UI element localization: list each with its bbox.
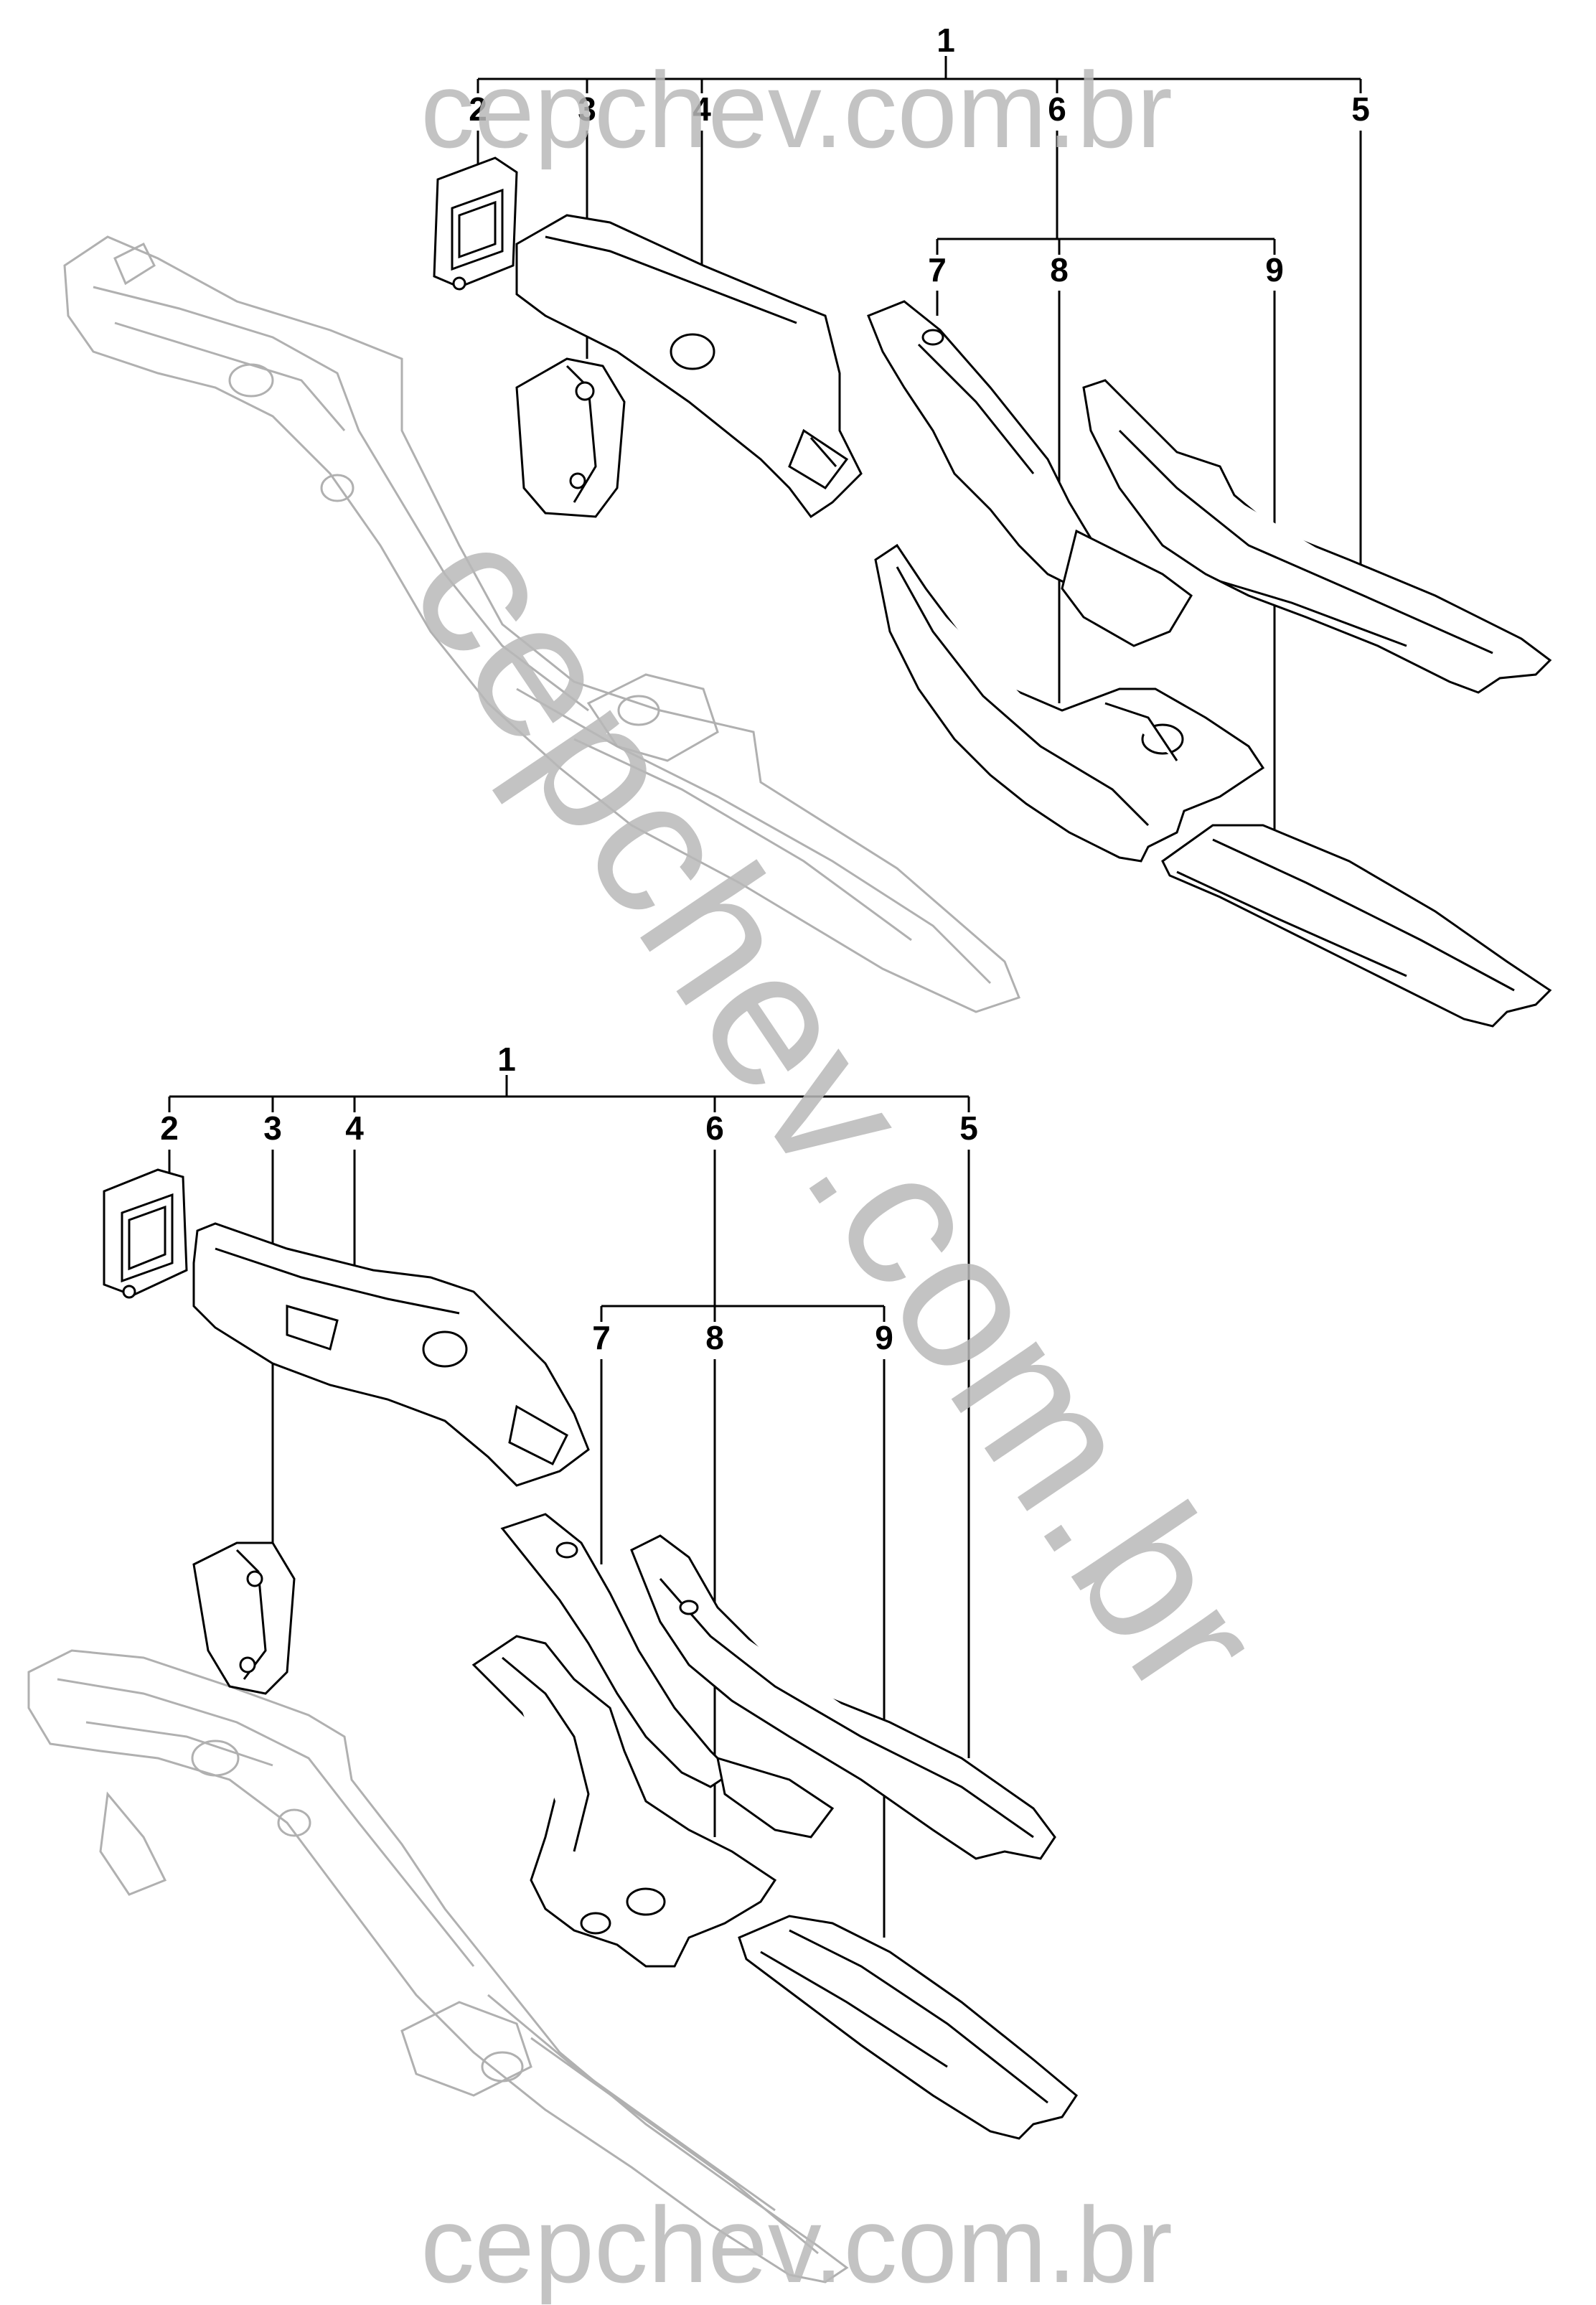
callout-labels-bottom: 1 2 3 4 6 5 7 8 9 (160, 1041, 978, 1356)
part-5-top (1082, 379, 1552, 694)
leader-lines-bottom (168, 1075, 970, 1938)
watermark-top: cepchev.com.br (421, 50, 1173, 170)
part-8-bottom (471, 1635, 777, 1968)
part-7-bottom (500, 1513, 835, 1839)
part-3-support-bottom (192, 1541, 296, 1695)
callout-9-bottom: 9 (875, 1319, 893, 1356)
part-2-bracket-bottom (103, 1168, 188, 1299)
part-7-top (867, 300, 1193, 647)
ghost-frame-assembly-bottom (27, 1649, 849, 2283)
callout-2-top: 2 (469, 90, 487, 128)
callout-7-bottom: 7 (592, 1319, 611, 1356)
callout-8-bottom: 8 (705, 1319, 724, 1356)
part-4-rail-bottom (192, 1222, 590, 1487)
callout-1-bottom: 1 (497, 1041, 516, 1078)
part-8-top (874, 543, 1265, 863)
callout-3-top: 3 (578, 90, 596, 128)
part-9-top (1161, 824, 1552, 1028)
callout-7-top: 7 (928, 251, 947, 288)
callout-4-bottom: 4 (345, 1109, 364, 1147)
callout-6-bottom: 6 (705, 1109, 724, 1147)
part-9-bottom (738, 1915, 1078, 2140)
callout-1-top: 1 (937, 22, 955, 59)
callout-labels-top: 1 2 3 4 6 5 7 8 9 (469, 22, 1370, 288)
diagram-top: 1 2 3 4 6 5 7 8 9 (63, 22, 1552, 1028)
watermark-bottom: cepchev.com.br (421, 2184, 1173, 2305)
callout-8-top: 8 (1050, 251, 1069, 288)
callout-5-bottom: 5 (959, 1109, 978, 1147)
callout-9-top: 9 (1265, 251, 1284, 288)
ghost-frame-assembly-top (63, 235, 1020, 1013)
part-2-bracket-top (433, 156, 518, 291)
watermark-diagonal: cepchev.com.br (369, 489, 1305, 1732)
callout-4-top: 4 (693, 90, 711, 128)
part-5-bottom (630, 1534, 1056, 1860)
callout-5-top: 5 (1351, 90, 1370, 128)
diagram-bottom: 1 2 3 4 6 5 7 8 9 (27, 1041, 1078, 2283)
part-4-rail-top (515, 214, 863, 519)
callout-6-top: 6 (1048, 90, 1066, 128)
part-3-support-top (515, 357, 626, 518)
callout-2-bottom: 2 (160, 1109, 179, 1147)
callout-3-bottom: 3 (263, 1109, 282, 1147)
